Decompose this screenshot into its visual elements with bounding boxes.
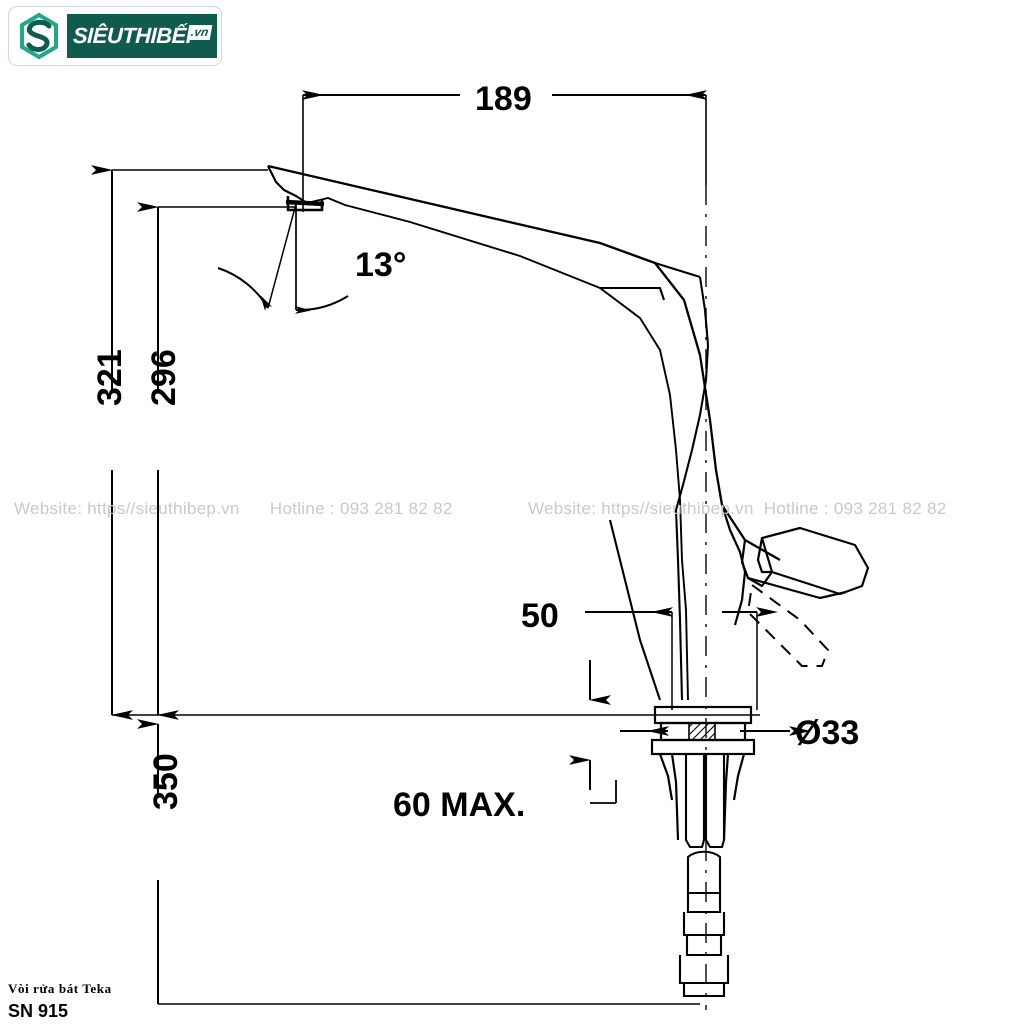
dimension-label-50: 50 [521,597,559,635]
dimension-50 [585,607,778,710]
faucet-hose-connector [678,850,730,998]
faucet-lever-handle [720,504,870,626]
dimension-13-degree [217,203,349,314]
dimension-label-321: 321 [91,349,129,406]
faucet-lever-alternate-position [747,584,829,667]
product-name-label: Vòi rửa bát Teka [8,981,112,996]
section-hatch [688,722,716,741]
dimension-321 [91,165,268,720]
dimension-label-350: 350 [147,753,185,810]
dimension-label-diameter-33: Ø33 [795,714,860,752]
product-model-code: SN 915 [8,1001,69,1021]
dimension-label-189: 189 [475,80,532,118]
dimension-label-13-degree: 13° [355,246,407,284]
dimension-label-60-max: 60 MAX. [393,786,526,824]
faucet-outline [267,164,781,701]
logo-wordmark: SIÊUTHIBẾP .vn [67,14,217,58]
dimension-296 [137,202,296,720]
dimension-60-max [569,660,617,804]
hexagon-s-logo-icon [20,12,58,60]
dimension-label-296: 296 [145,349,183,406]
faucet-shank-rods [684,754,726,849]
dimension-350 [137,719,700,1005]
dimension-189 [302,90,707,212]
site-logo[interactable]: SIÊUTHIBẾP .vn [8,6,222,66]
